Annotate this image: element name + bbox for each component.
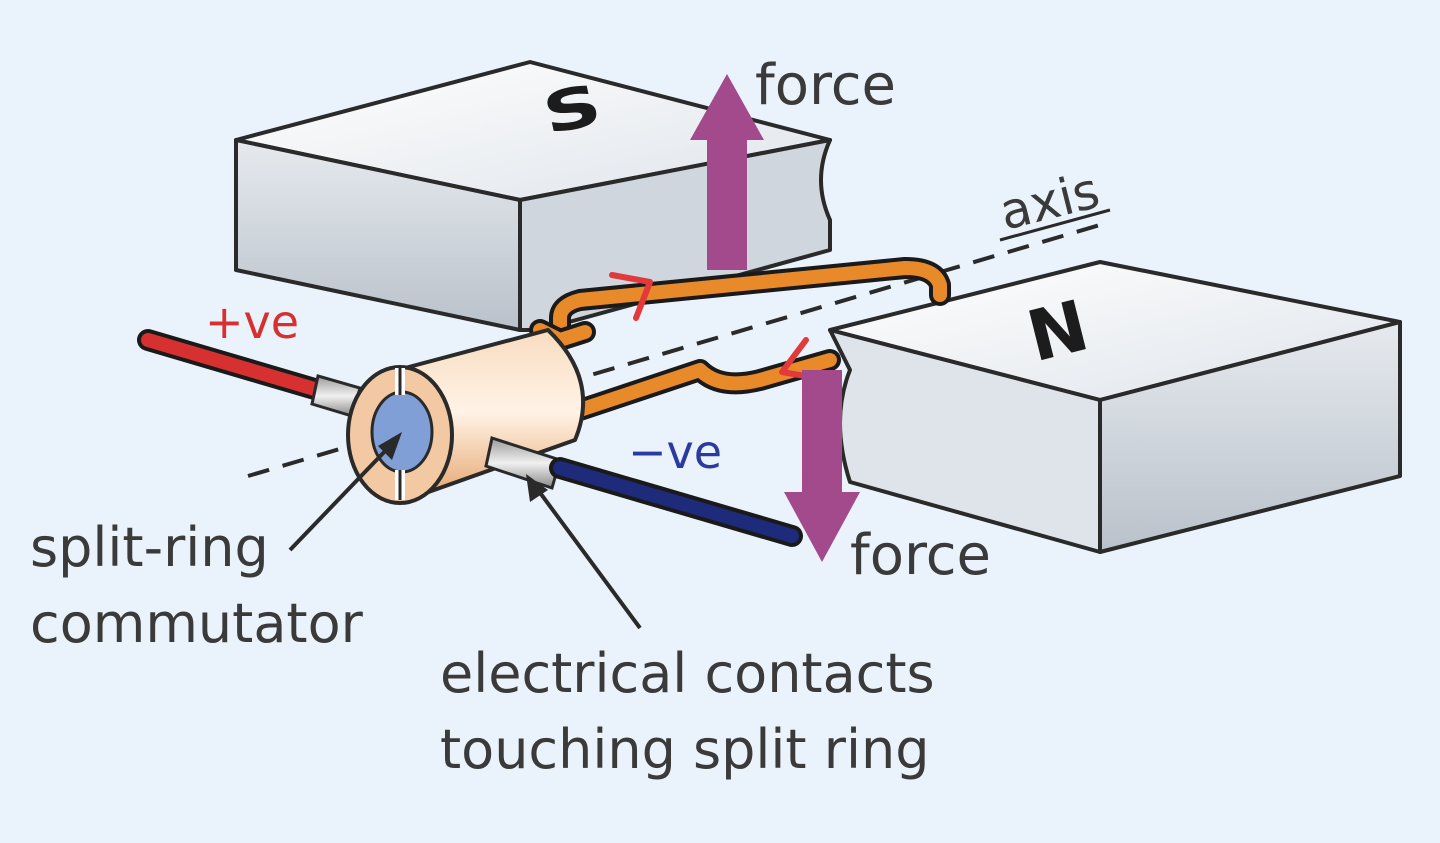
contacts-label-line2: touching split ring [440, 718, 929, 781]
negative-wire [484, 436, 803, 547]
contacts-pointer [526, 474, 642, 630]
contacts-label-line1: electrical contacts [440, 642, 935, 705]
south-magnet: S [234, 60, 832, 332]
current-arrow-top [609, 272, 653, 321]
force-arrow-up [690, 74, 764, 270]
force-arrow-down [784, 370, 860, 562]
positive-wire [137, 329, 362, 418]
negative-label: −ve [628, 425, 722, 479]
force-bottom-label: force [850, 523, 991, 588]
axis-label-underline [999, 208, 1111, 242]
commutator-label-line1: split-ring [30, 516, 269, 579]
south-magnet-pole-face [518, 138, 832, 332]
positive-label: +ve [205, 295, 299, 349]
force-top-label: force [755, 53, 896, 118]
commutator-pointer [288, 432, 402, 552]
commutator-label-line2: commutator [30, 592, 364, 655]
negative-contact [484, 436, 562, 490]
south-pole-letter: S [537, 72, 607, 147]
north-magnet: N [828, 260, 1402, 554]
